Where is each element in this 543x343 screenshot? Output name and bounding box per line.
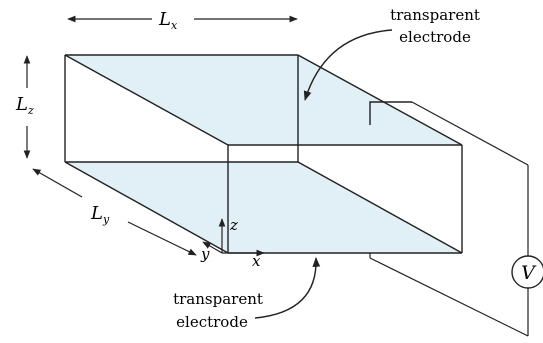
ly-arrow-upper	[32, 168, 83, 198]
y-axis-arrow	[202, 241, 223, 254]
y-axis-label: y	[200, 245, 210, 263]
z-axis-label: z	[229, 216, 238, 234]
bottom-callout-arrow	[254, 257, 321, 319]
bottom-callout-line2: electrode	[176, 313, 248, 331]
lz-label: Lz	[15, 94, 34, 117]
lx-label: Lx	[158, 9, 178, 32]
voltmeter-circle	[511, 255, 543, 289]
circuit-wires	[369, 101, 529, 337]
top-callout-line1: transparent	[390, 6, 480, 24]
wire-contact-bracket	[369, 101, 412, 125]
bottom-callout-line1: transparent	[173, 290, 263, 308]
top-callout-line2: electrode	[399, 28, 471, 46]
top-callout-arrow	[303, 29, 393, 101]
bottom-electrode-plate	[65, 162, 462, 253]
box-edges	[64, 54, 463, 254]
ly-label: Ly	[90, 203, 110, 226]
x-axis-label: x	[252, 252, 261, 270]
ly-arrow-lower	[127, 221, 197, 256]
top-electrode-plate	[65, 55, 462, 145]
voltmeter-label: V	[521, 262, 537, 284]
